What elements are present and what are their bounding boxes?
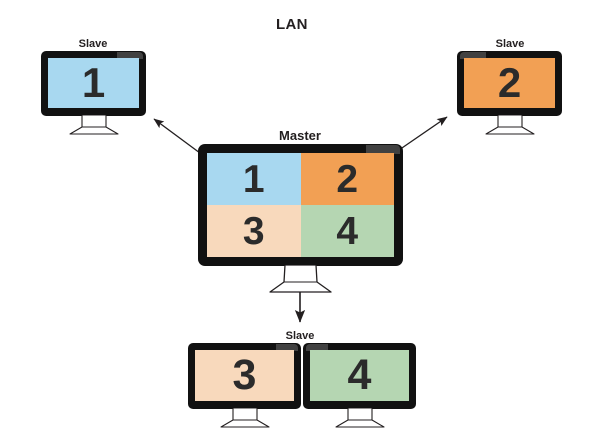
arrow-master-to-slave-2 <box>398 116 448 151</box>
screen-pane-4: 4 <box>310 350 409 401</box>
lan-title: LAN <box>276 16 308 33</box>
pane-number: 1 <box>242 157 265 201</box>
pane-number: 3 <box>232 351 257 399</box>
screen-slave-2: 2 <box>464 58 555 108</box>
monitor-slave-1[interactable]: 1 <box>41 51 146 116</box>
slave-34-label: Slave <box>285 330 315 342</box>
arrow-master-to-slave-1 <box>153 118 205 157</box>
monitor-stand-slave-1 <box>68 115 120 135</box>
screen-pane-1: 1 <box>48 58 139 108</box>
monitor-slave-3[interactable]: 3 <box>188 343 301 409</box>
monitor-stand-slave-4 <box>334 408 386 428</box>
slave-1-label: Slave <box>78 38 108 50</box>
monitor-stand-slave-2 <box>484 115 536 135</box>
screen-slave-1: 1 <box>48 58 139 108</box>
pane-number: 3 <box>242 209 265 253</box>
master-label: Master <box>279 128 321 143</box>
monitor-stand-master <box>268 265 333 293</box>
screen-pane-1: 1 <box>207 153 301 205</box>
screen-pane-4: 4 <box>300 205 394 257</box>
slave-2-label: Slave <box>495 38 525 50</box>
pane-number: 1 <box>81 59 106 106</box>
monitor-stand-slave-3 <box>219 408 271 428</box>
pane-number: 2 <box>336 157 359 201</box>
screen-slave-4: 4 <box>310 350 409 401</box>
monitor-master[interactable]: 1 2 3 4 <box>198 144 403 266</box>
screen-pane-3: 3 <box>195 350 294 401</box>
pane-number: 4 <box>336 209 359 253</box>
screen-slave-3: 3 <box>195 350 294 401</box>
screen-master: 1 2 3 4 <box>207 153 394 257</box>
screen-pane-2: 2 <box>464 58 555 108</box>
pane-number: 4 <box>347 351 372 399</box>
pane-number: 2 <box>497 59 522 106</box>
monitor-slave-4[interactable]: 4 <box>303 343 416 409</box>
monitor-slave-2[interactable]: 2 <box>457 51 562 116</box>
screen-pane-3: 3 <box>207 205 301 257</box>
screen-pane-2: 2 <box>300 153 394 205</box>
